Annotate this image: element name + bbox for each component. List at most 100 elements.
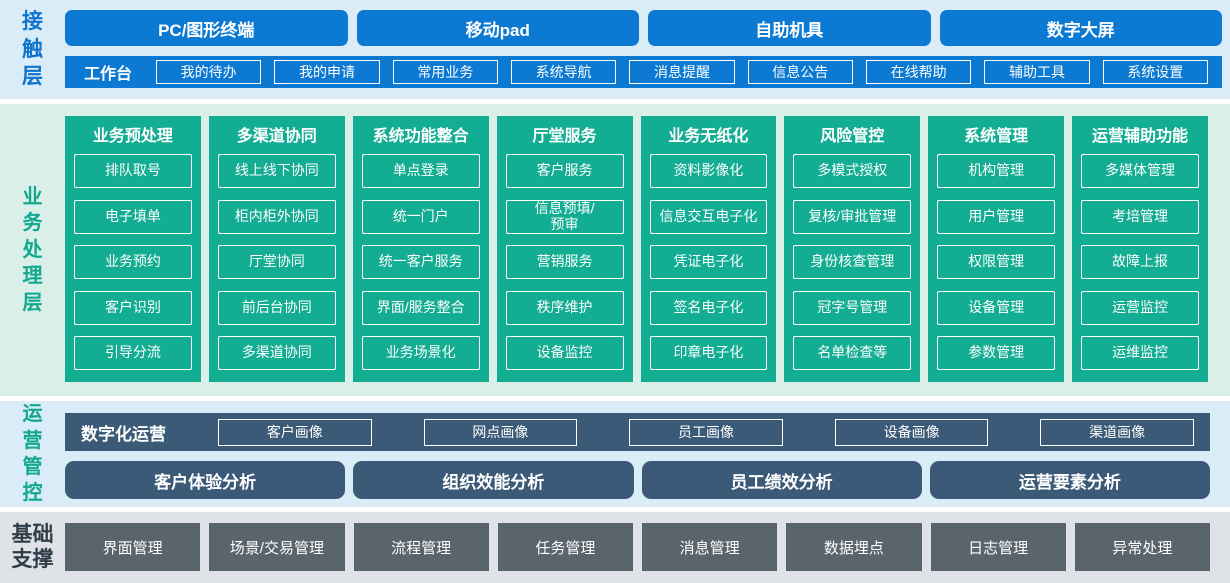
column-title: 系统功能整合 <box>372 128 469 145</box>
column-ops-auxiliary: 运营辅助功能 多媒体管理 考培管理 故障上报 运营监控 运维监控 <box>1072 116 1208 382</box>
feature-box: 故障上报 <box>1081 245 1199 279</box>
column-items: 单点登录 统一门户 统一客户服务 界面/服务整合 业务场景化 <box>361 154 480 370</box>
base-item-exception-handling: 异常处理 <box>1074 523 1210 571</box>
column-items: 机构管理 用户管理 权限管理 设备管理 参数管理 <box>937 154 1056 370</box>
column-title: 业务预处理 <box>92 128 173 145</box>
base-support-layer: 基础支撑 界面管理 场景/交易管理 流程管理 任务管理 消息管理 数据埋点 日志… <box>0 512 1230 583</box>
contact-layer-label: 接触层 <box>21 9 43 89</box>
workbench-label: 工作台 <box>83 66 132 83</box>
feature-box: 签名电子化 <box>649 290 768 325</box>
feature-box: 多渠道协同 <box>217 336 336 370</box>
feature-box: 参数管理 <box>937 336 1056 370</box>
workbench-item-applications: 我的申请 <box>274 60 380 84</box>
feature-box: 秩序维护 <box>505 290 624 325</box>
base-item-task-management: 任务管理 <box>497 523 633 571</box>
business-layer-gutter: 业务处理层 <box>0 104 65 396</box>
column-hall-service: 厅堂服务 客户服务 信息预填/ 预审 营销服务 秩序维护 设备监控 <box>496 116 633 382</box>
column-title: 业务无纸化 <box>668 128 749 145</box>
channel-self-service: 自助机具 <box>648 10 931 46</box>
feature-box: 印章电子化 <box>649 336 768 370</box>
feature-box: 厅堂协同 <box>217 245 336 279</box>
feature-box: 引导分流 <box>74 336 192 370</box>
feature-box: 排队取号 <box>74 154 192 188</box>
workbench-item-message-alert: 消息提醒 <box>629 60 735 84</box>
channel-pc-terminal: PC/图形终端 <box>65 10 348 46</box>
feature-box: 营销服务 <box>505 245 624 279</box>
feature-box: 业务预约 <box>74 245 192 279</box>
contact-layer-body: PC/图形终端 移动pad 自助机具 数字大屏 工作台 我的待办 我的申请 常用… <box>65 0 1230 99</box>
portrait-branch: 网点画像 <box>423 418 578 446</box>
column-items: 资料影像化 信息交互电子化 凭证电子化 签名电子化 印章电子化 <box>649 154 768 370</box>
base-item-scene-transaction: 场景/交易管理 <box>209 523 345 571</box>
workbench-item-system-nav: 系统导航 <box>510 60 617 84</box>
business-processing-layer: 业务处理层 业务预处理 排队取号 电子填单 业务预约 客户识别 引导分流 多渠道… <box>0 104 1230 396</box>
base-item-ui-management: 界面管理 <box>65 523 201 571</box>
channel-mobile-pad: 移动pad <box>356 10 639 46</box>
channel-row: PC/图形终端 移动pad 自助机具 数字大屏 <box>65 10 1222 46</box>
business-layer-label: 业务处理层 <box>22 186 43 314</box>
feature-box: 电子填单 <box>74 199 192 234</box>
analysis-ops-elements: 运营要素分析 <box>929 461 1210 499</box>
feature-box: 运维监控 <box>1081 336 1199 370</box>
section-divider <box>0 396 1230 401</box>
base-layer-label: 基础支撑 <box>11 522 54 571</box>
analysis-customer-experience: 客户体验分析 <box>65 461 346 499</box>
portrait-device: 设备画像 <box>834 418 989 446</box>
feature-box: 名单检查等 <box>793 336 912 370</box>
column-title: 风险管控 <box>820 128 885 145</box>
feature-box: 多媒体管理 <box>1081 154 1199 188</box>
feature-box: 统一门户 <box>361 199 480 234</box>
operations-control-layer: 运营管控 数字化运营 客户画像 网点画像 员工画像 设备画像 渠道画像 客户体验… <box>0 401 1230 507</box>
feature-box: 用户管理 <box>937 199 1056 234</box>
workbench-item-aux-tools: 辅助工具 <box>984 60 1090 84</box>
column-system-integration: 系统功能整合 单点登录 统一门户 统一客户服务 界面/服务整合 业务场景化 <box>352 116 489 382</box>
digital-operation-label: 数字化运营 <box>81 424 166 444</box>
workbench-item-info-notice: 信息公告 <box>747 60 853 84</box>
column-items: 线上线下协同 柜内柜外协同 厅堂协同 前后台协同 多渠道协同 <box>217 154 336 370</box>
feature-box: 信息预填/ 预审 <box>505 199 624 234</box>
feature-box: 统一客户服务 <box>361 245 480 279</box>
workbench-item-common-business: 常用业务 <box>392 60 498 84</box>
column-risk-control: 风险管控 多模式授权 复核/审批管理 身份核查管理 冠字号管理 名单检查等 <box>784 116 921 382</box>
feature-box: 资料影像化 <box>649 154 768 188</box>
analysis-org-efficiency: 组织效能分析 <box>353 461 634 499</box>
workbench-item-system-settings: 系统设置 <box>1102 60 1208 84</box>
column-system-management: 系统管理 机构管理 用户管理 权限管理 设备管理 参数管理 <box>928 116 1065 382</box>
section-divider <box>0 99 1230 104</box>
workbench-item-online-help: 在线帮助 <box>865 60 972 84</box>
feature-box: 前后台协同 <box>217 290 336 325</box>
base-item-message-management: 消息管理 <box>642 523 778 571</box>
feature-box: 考培管理 <box>1081 199 1199 234</box>
feature-box: 冠字号管理 <box>793 290 912 325</box>
section-divider <box>0 507 1230 512</box>
feature-box: 线上线下协同 <box>217 154 336 188</box>
base-items-row: 界面管理 场景/交易管理 流程管理 任务管理 消息管理 数据埋点 日志管理 异常… <box>65 512 1230 583</box>
column-title: 厅堂服务 <box>532 128 597 145</box>
base-item-process-management: 流程管理 <box>353 523 489 571</box>
feature-box: 设备监控 <box>505 336 624 370</box>
workbench-item-todo: 我的待办 <box>156 60 262 84</box>
feature-box: 界面/服务整合 <box>361 290 480 325</box>
analysis-employee-performance: 员工绩效分析 <box>641 461 922 499</box>
feature-box: 设备管理 <box>937 290 1056 325</box>
workbench-bar: 工作台 我的待办 我的申请 常用业务 系统导航 消息提醒 信息公告 在线帮助 辅… <box>65 56 1222 88</box>
feature-box: 运营监控 <box>1081 290 1199 325</box>
portrait-employee: 员工画像 <box>629 418 783 446</box>
feature-box: 身份核查管理 <box>793 245 912 279</box>
digital-operation-bar: 数字化运营 客户画像 网点画像 员工画像 设备画像 渠道画像 <box>65 413 1210 451</box>
column-multichannel-collab: 多渠道协同 线上线下协同 柜内柜外协同 厅堂协同 前后台协同 多渠道协同 <box>208 116 345 382</box>
base-item-log-management: 日志管理 <box>930 523 1066 571</box>
contact-layer-gutter: 接触层 <box>0 0 65 99</box>
feature-box: 单点登录 <box>361 154 480 188</box>
ops-layer-label: 运营管控 <box>22 403 43 505</box>
ops-layer-gutter: 运营管控 <box>0 401 65 507</box>
ops-layer-body: 数字化运营 客户画像 网点画像 员工画像 设备画像 渠道画像 客户体验分析 组织… <box>65 401 1230 507</box>
feature-box: 客户服务 <box>505 154 624 188</box>
feature-box: 柜内柜外协同 <box>217 199 336 234</box>
column-items: 多媒体管理 考培管理 故障上报 运营监控 运维监控 <box>1081 154 1199 370</box>
column-items: 多模式授权 复核/审批管理 身份核查管理 冠字号管理 名单检查等 <box>793 154 912 370</box>
column-business-preprocess: 业务预处理 排队取号 电子填单 业务预约 客户识别 引导分流 <box>65 116 201 382</box>
column-items: 排队取号 电子填单 业务预约 客户识别 引导分流 <box>74 154 192 370</box>
feature-box: 复核/审批管理 <box>793 199 912 234</box>
feature-box: 客户识别 <box>74 290 192 325</box>
